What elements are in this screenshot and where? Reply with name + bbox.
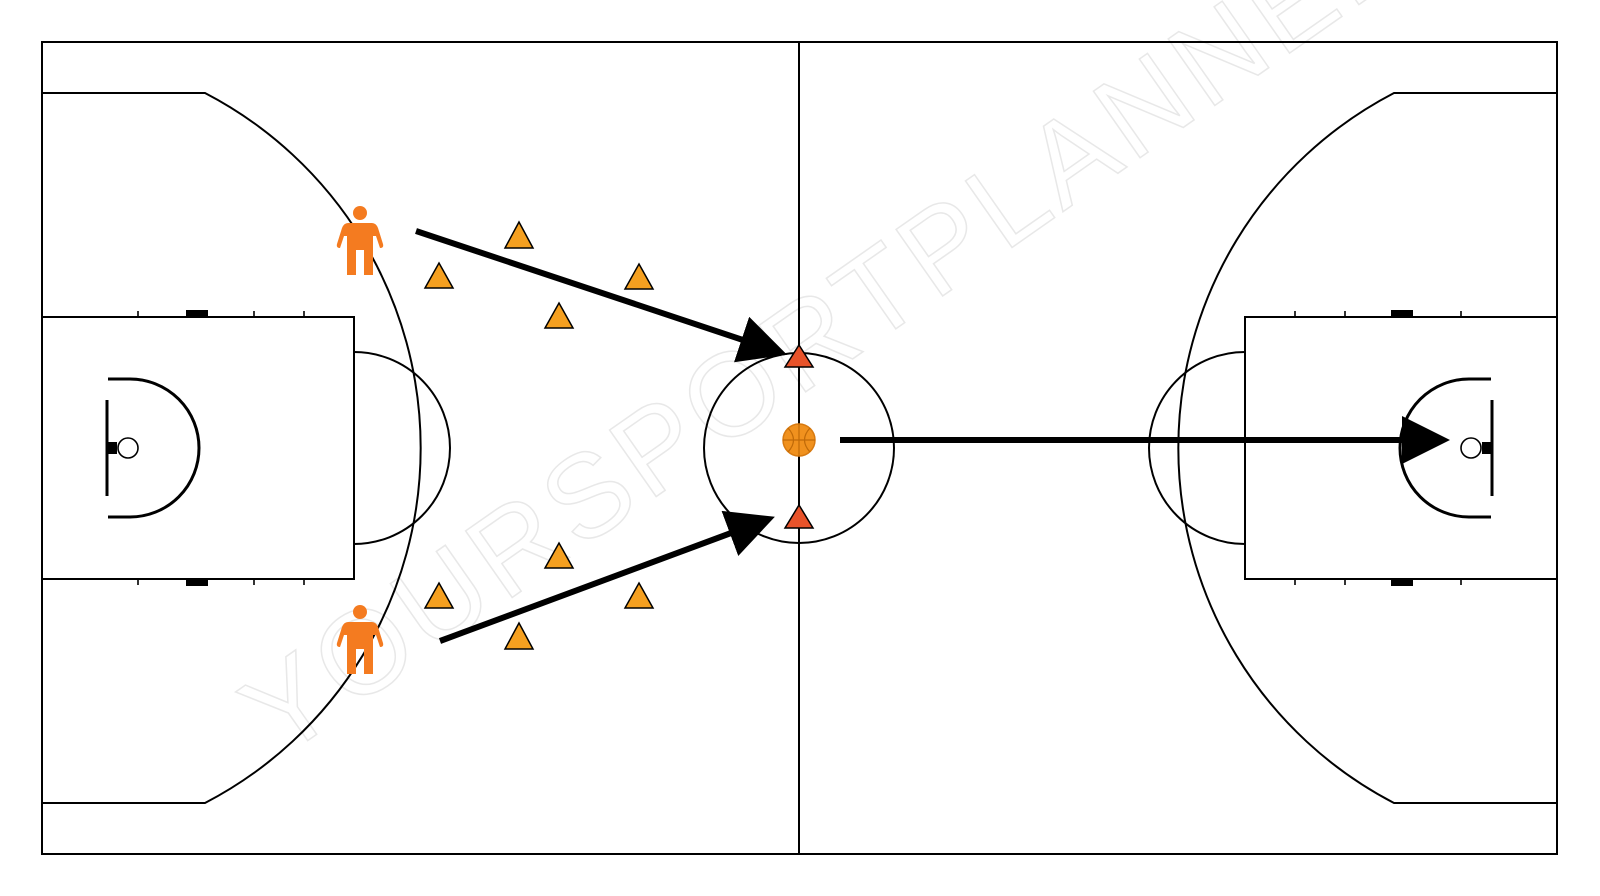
center-cone-bottom: [783, 503, 815, 529]
right-lane-marks: [1294, 310, 1462, 586]
left-rim: [117, 437, 139, 459]
right-rim-mount: [1482, 442, 1492, 454]
right-rim: [1460, 437, 1482, 459]
pass-arrow-bottom: [438, 510, 775, 644]
right-three-point-line: [1177, 92, 1557, 804]
cone: [543, 541, 575, 569]
player-top: [336, 206, 384, 275]
left-lane-marks: [137, 310, 305, 586]
cone: [423, 261, 455, 289]
watermark-text: YOURSPORTPLANNER: [219, 0, 1440, 781]
left-free-throw-circle: [353, 351, 451, 545]
cone: [623, 262, 655, 290]
center-cone-top: [783, 343, 815, 368]
center-cone-group: [783, 343, 815, 529]
left-rim-mount: [107, 442, 117, 454]
cone-group: [423, 220, 655, 650]
left-half: [41, 92, 451, 804]
player-bottom: [336, 605, 384, 674]
person-icon: [336, 605, 384, 674]
left-key: [41, 316, 355, 580]
right-free-throw-circle: [1148, 351, 1246, 545]
cone: [503, 621, 535, 650]
right-half: [1148, 92, 1558, 804]
right-key: [1244, 316, 1558, 580]
person-icon: [336, 206, 384, 275]
left-restricted-area: [108, 377, 201, 519]
cone: [543, 301, 575, 329]
cone: [503, 220, 535, 249]
cone: [423, 581, 455, 609]
cone: [623, 581, 655, 609]
right-restricted-area: [1398, 377, 1491, 519]
pass-arrow-top: [415, 228, 788, 363]
left-three-point-line: [42, 92, 422, 804]
basketball-icon: [782, 423, 816, 457]
